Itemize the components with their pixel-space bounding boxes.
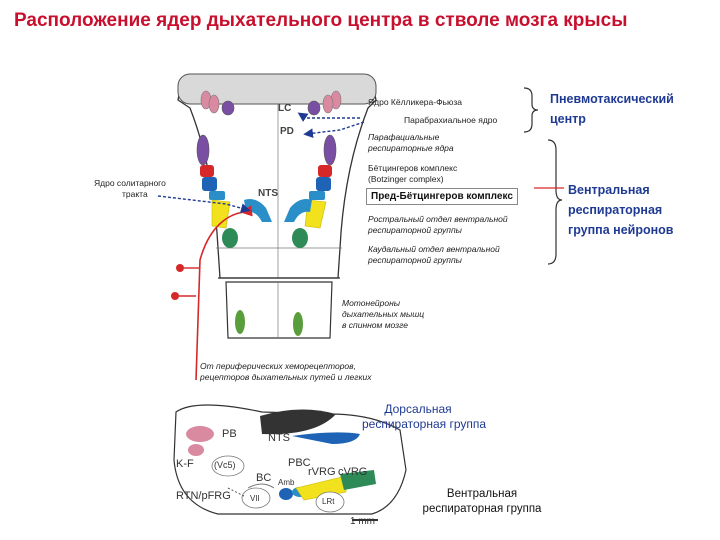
solitary-label-1: Ядро солитарного bbox=[94, 178, 166, 188]
amb-abbr: Amb bbox=[278, 478, 295, 487]
rtn-pfrg-abbr: RTN/pFRG bbox=[176, 490, 231, 502]
rvrg-abbr: rVRG bbox=[308, 466, 336, 478]
botzinger-left bbox=[202, 177, 217, 191]
botzinger-label-1: Бётцингеров комплекс bbox=[368, 163, 458, 173]
motoneurons-label-3: в спинном мозге bbox=[342, 320, 408, 330]
pb-nucleus-left bbox=[208, 94, 220, 114]
ventral-group-1: Вентральная bbox=[568, 183, 650, 197]
nts-label: NTS bbox=[258, 188, 278, 199]
botzinger-red-right bbox=[318, 165, 332, 177]
dorsal-group-1: Дорсальная bbox=[384, 402, 452, 416]
pb-abbr: PB bbox=[222, 428, 237, 440]
cvrg-left bbox=[222, 228, 238, 248]
vii-abbr: VII bbox=[250, 494, 260, 503]
right-nuclei bbox=[292, 90, 342, 248]
dorsal-group-2: респираторная группа bbox=[362, 417, 487, 431]
page-title: Расположение ядер дыхательного центра в … bbox=[14, 10, 628, 31]
peripheral-label-1: От периферических хеморецепторов, bbox=[200, 361, 356, 371]
parafacial-left bbox=[196, 134, 210, 166]
brainstem-outline bbox=[177, 73, 377, 339]
rostral-vrg-label-1: Ростральный отдел вентральной bbox=[368, 214, 508, 224]
botzinger-right bbox=[316, 177, 331, 191]
motoneurons-label-2: дыхательных мышц bbox=[342, 309, 425, 319]
vc5-abbr: (Vc5) bbox=[214, 460, 236, 470]
pneumotaxic-center-2: центр bbox=[550, 112, 586, 126]
solitary-label-2: тракта bbox=[122, 189, 148, 199]
lc-label: LC bbox=[278, 103, 292, 114]
pneumotaxic-center-1: Пневмотаксический bbox=[550, 92, 674, 106]
kf-abbr: K-F bbox=[176, 458, 194, 470]
pbc-abbr: PBC bbox=[288, 457, 311, 469]
horizontal-section bbox=[173, 404, 407, 521]
caudal-vrg-label-2: респираторной группы bbox=[368, 255, 462, 265]
prebotzinger-box: Пред-Бётцингеров комплекс bbox=[366, 188, 518, 205]
ventral-group-3: группа нейронов bbox=[568, 223, 674, 237]
cvrg-abbr: cVRG bbox=[338, 466, 368, 478]
prebotz-cyan-left bbox=[209, 191, 225, 200]
ventral-resp-group-1: Вентральная bbox=[446, 488, 518, 500]
scale-label: 1 mm bbox=[350, 516, 375, 527]
lc-nucleus-left bbox=[221, 100, 235, 116]
afferent-pathway bbox=[171, 205, 253, 381]
pb-nucleus-right bbox=[322, 94, 334, 114]
botzinger-red-left bbox=[200, 165, 214, 177]
spinal-cord-segment bbox=[225, 281, 333, 339]
botzinger-label-2: (Botzinger complex) bbox=[368, 174, 444, 184]
rostral-vrg-label-2: респираторной группы bbox=[368, 225, 462, 235]
prebotz-cyan-right bbox=[309, 191, 325, 200]
parafacial-label-1: Парафациальные bbox=[368, 132, 440, 142]
ventral-resp-group-2: респираторная группа bbox=[422, 503, 542, 515]
kolliker-label: Ядро Кёлликера-Фьюза bbox=[368, 97, 462, 107]
motoneurons-label-1: Мотонейроны bbox=[342, 298, 401, 308]
right-braces bbox=[523, 87, 564, 265]
parafacial-label-2: респираторные ядра bbox=[368, 143, 454, 153]
pd-label: PD bbox=[280, 126, 294, 137]
bc-abbr: BC bbox=[256, 472, 272, 484]
lrt-abbr: LRt bbox=[322, 497, 335, 506]
nts-abbr: NTS bbox=[268, 432, 290, 444]
rvrg-left bbox=[211, 199, 231, 229]
cvrg-right bbox=[292, 228, 308, 248]
nts-nucleus bbox=[244, 199, 312, 222]
motoneurons bbox=[235, 310, 303, 336]
caudal-vrg-label-1: Каудальный отдел вентральной bbox=[368, 244, 500, 254]
ventral-group-2: респираторная bbox=[568, 203, 663, 217]
parabrachial-label: Парабрахиальное ядро bbox=[404, 115, 498, 125]
lc-nucleus-right bbox=[307, 100, 321, 116]
parafacial-right bbox=[323, 134, 337, 166]
left-nuclei bbox=[196, 90, 238, 248]
peripheral-label-2: рецепторов дыхательных путей и легких bbox=[200, 372, 372, 382]
pointer-arrows bbox=[157, 112, 365, 213]
